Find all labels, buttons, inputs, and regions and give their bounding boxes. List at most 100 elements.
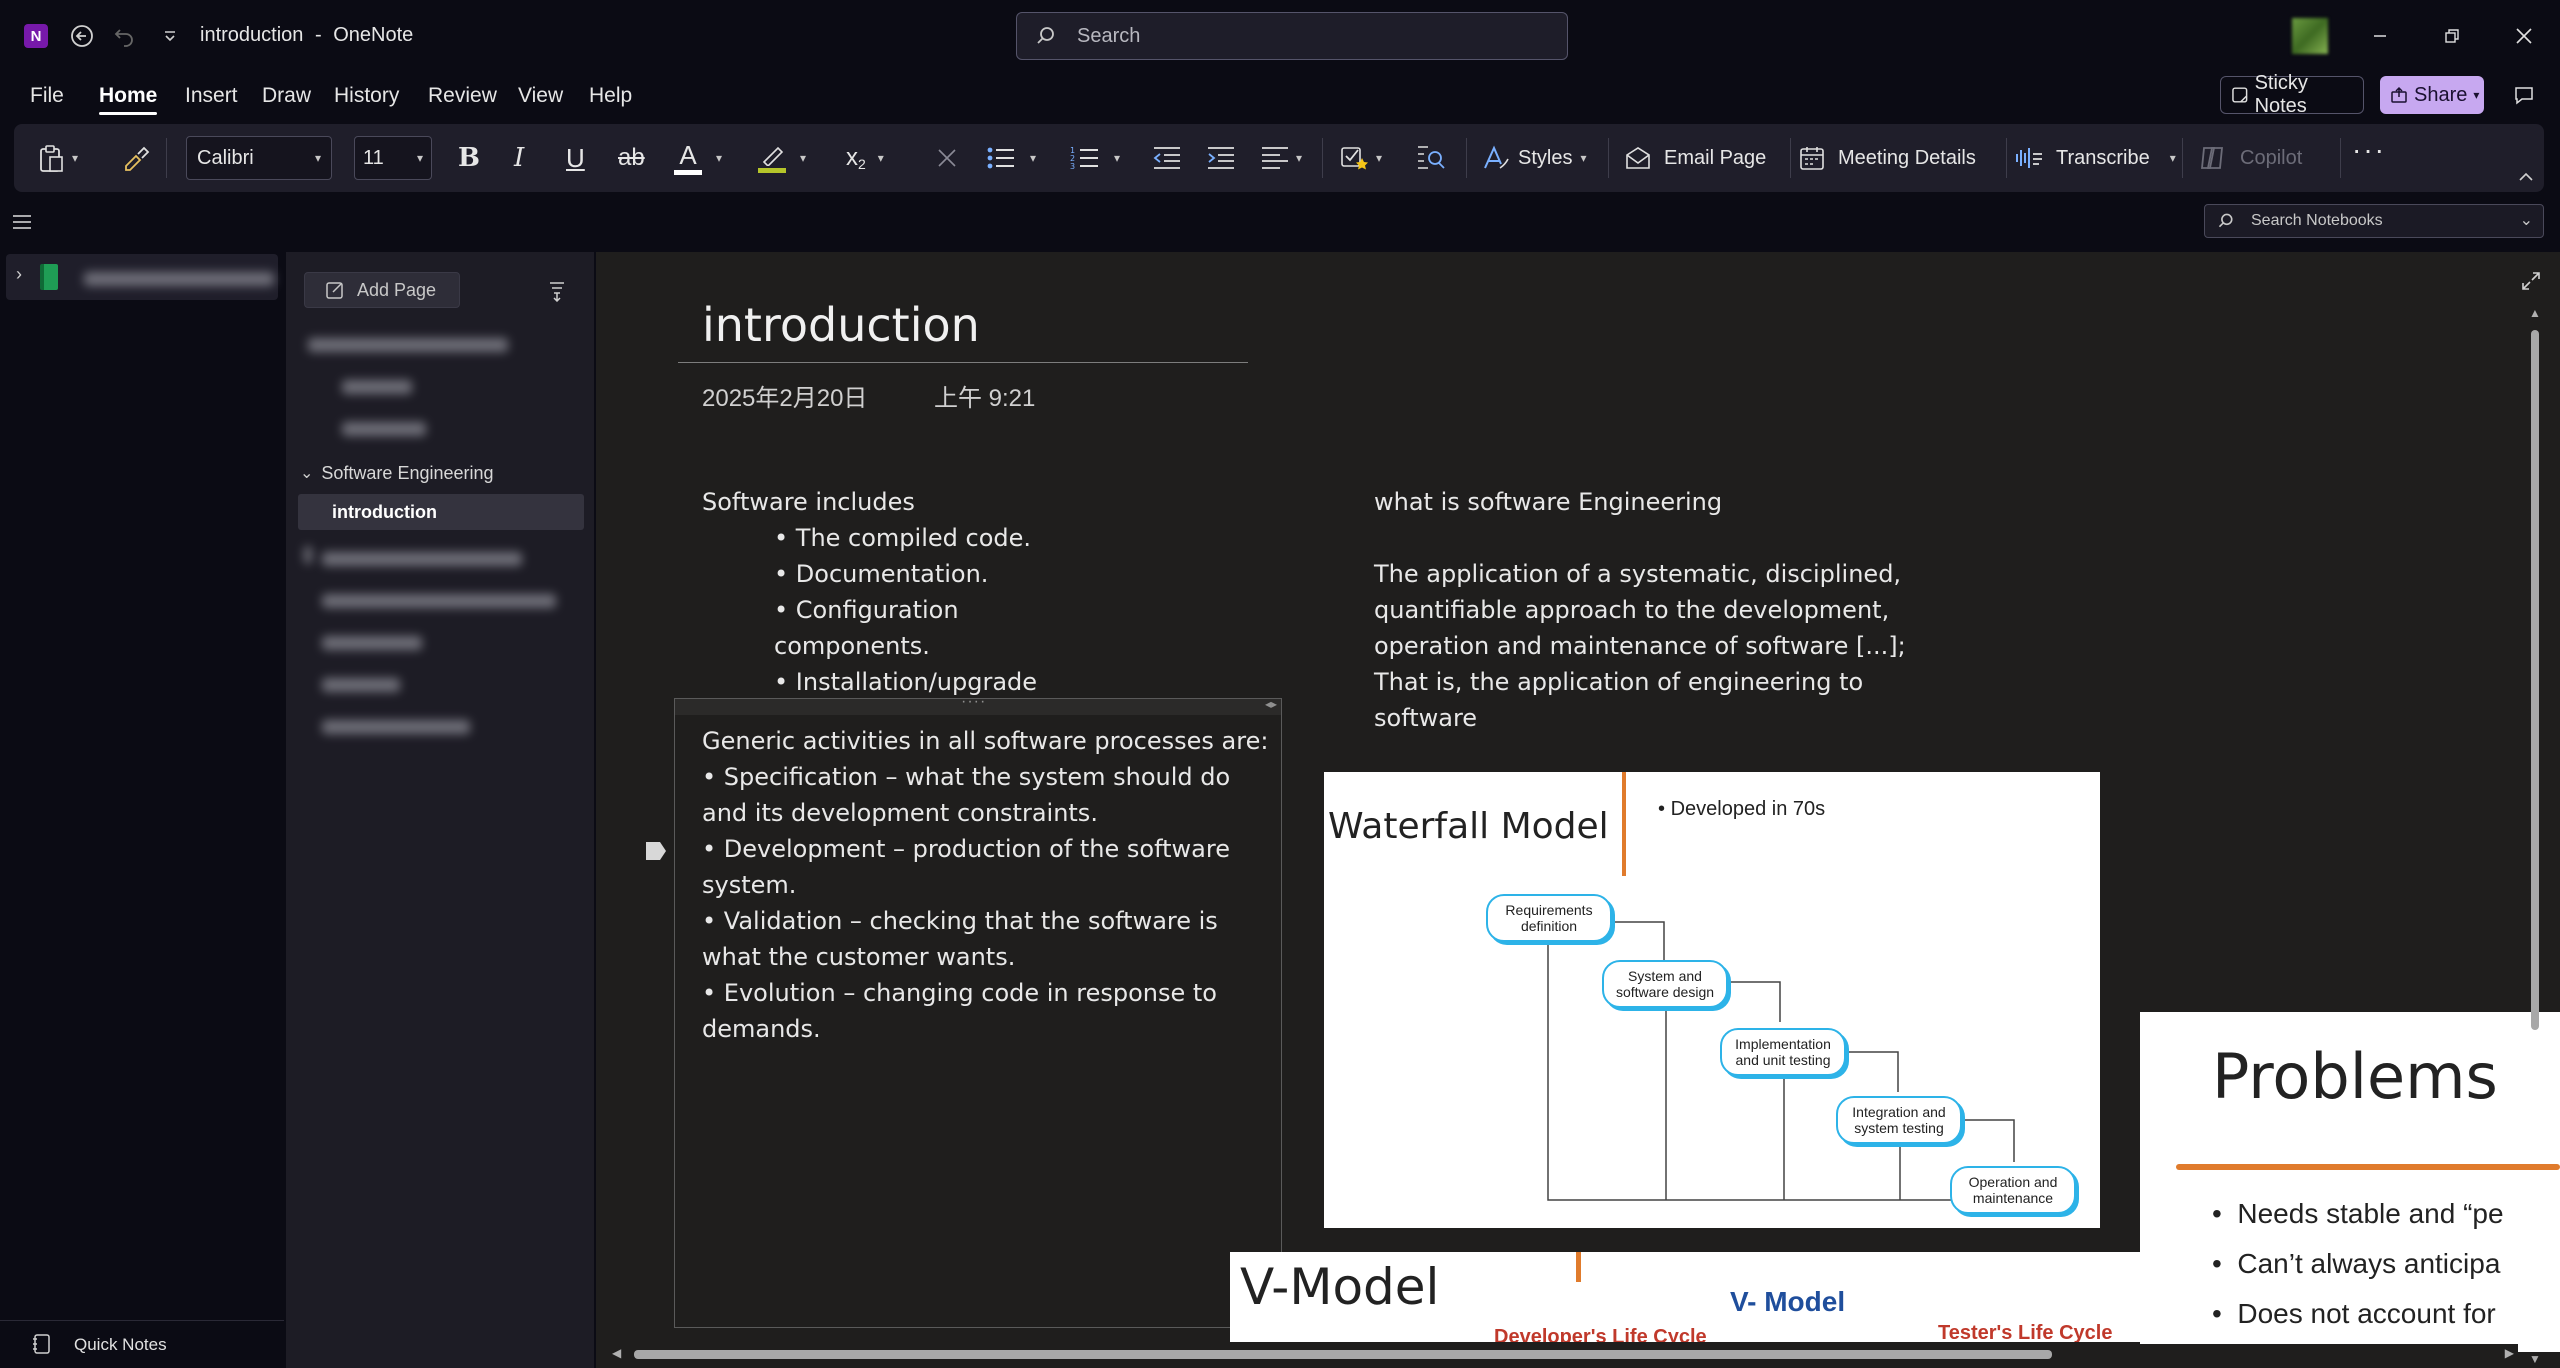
increase-indent-button[interactable]	[1206, 124, 1236, 192]
strikethrough-button[interactable]: ab	[618, 144, 645, 171]
font-color-button[interactable]: A ▾	[674, 124, 722, 192]
quick-notes-item[interactable]: Quick Notes	[0, 1320, 284, 1368]
restore-button[interactable]	[2432, 16, 2472, 56]
transcribe-button[interactable]: Transcribe ▾	[2014, 124, 2176, 192]
more-options-button[interactable]: ···	[2352, 134, 2386, 165]
add-page-button[interactable]: Add Page	[304, 272, 460, 308]
font-size-select[interactable]: 11 ▾	[354, 136, 432, 180]
copilot-button[interactable]: Copilot	[2198, 124, 2302, 192]
decrease-indent-button[interactable]	[1152, 124, 1182, 192]
page-item-redacted[interactable]	[322, 678, 400, 692]
full-page-view-button[interactable]	[2516, 266, 2546, 296]
container-drag-handle[interactable]: ···· ◂▸	[675, 693, 1281, 715]
menu-review[interactable]: Review	[428, 84, 497, 107]
note-container-generic-activities[interactable]: ···· ◂▸ Generic activities in all softwa…	[674, 693, 1282, 1328]
chevron-down-icon: ▾	[416, 151, 423, 165]
close-button[interactable]	[2504, 16, 2544, 56]
find-tags-button[interactable]	[1416, 124, 1446, 192]
menu-insert[interactable]: Insert	[185, 84, 238, 107]
paragraph-handle-icon[interactable]	[644, 840, 668, 862]
highlight-dropdown-icon[interactable]: ▾	[800, 151, 807, 165]
section-group-header[interactable]: ⌄ Software Engineering	[300, 458, 494, 488]
notebook-item[interactable]: ›	[6, 254, 278, 300]
paragraph-alignment-button[interactable]: ▾	[1260, 124, 1302, 192]
undo-button[interactable]	[108, 20, 140, 52]
sort-pages-button[interactable]	[540, 274, 574, 308]
font-color-dropdown-icon[interactable]: ▾	[716, 151, 723, 165]
email-page-button[interactable]: Email Page	[1624, 124, 1766, 192]
menu-file[interactable]: File	[30, 84, 64, 107]
page-item-redacted[interactable]	[322, 636, 422, 650]
customize-quick-access-button[interactable]	[156, 22, 184, 50]
bullets-dropdown-icon[interactable]: ▾	[1030, 151, 1037, 165]
navigation-toggle-button[interactable]	[6, 206, 38, 238]
paste-dropdown-icon[interactable]: ▾	[72, 151, 79, 165]
alignment-dropdown-icon[interactable]: ▾	[1296, 151, 1303, 165]
font-color-icon: A	[679, 139, 697, 170]
waterfall-slide-image[interactable]: Waterfall Model • Developed in 70s Requi…	[1324, 772, 2100, 1228]
tag-button[interactable]: ▾	[1340, 124, 1382, 192]
page-item-redacted[interactable]	[308, 338, 508, 352]
italic-button[interactable]: I	[514, 143, 525, 173]
page-item-redacted[interactable]	[342, 380, 412, 394]
menu-help[interactable]: Help	[589, 84, 633, 107]
account-avatar[interactable]	[2292, 18, 2328, 54]
menu-draw[interactable]: Draw	[262, 84, 312, 107]
back-button[interactable]	[66, 20, 98, 52]
scroll-up-icon[interactable]: ▲	[2529, 306, 2541, 320]
collapse-ribbon-button[interactable]	[2514, 164, 2538, 188]
problems-slide-image[interactable]: Problems • Needs stable and “pe • Can’t …	[2140, 1012, 2560, 1352]
note-container-software-includes[interactable]: Software includes • The compiled code. •…	[702, 484, 1042, 700]
page-item-redacted[interactable]	[322, 552, 522, 566]
share-button[interactable]: Share ▾	[2380, 76, 2484, 114]
page-title[interactable]: introduction	[702, 298, 980, 352]
bold-button[interactable]: B	[458, 143, 480, 173]
subscript-dropdown-icon[interactable]: ▾	[877, 151, 884, 165]
paste-button[interactable]: ▾	[36, 124, 78, 192]
minimize-button[interactable]	[2360, 16, 2400, 56]
highlight-button[interactable]: ▾	[758, 124, 806, 192]
scroll-left-icon[interactable]: ◀	[612, 1346, 622, 1360]
feedback-button[interactable]	[2504, 76, 2544, 116]
page-item-redacted[interactable]	[342, 422, 426, 436]
horizontal-scroll-thumb[interactable]	[634, 1350, 2052, 1359]
chevron-down-icon[interactable]: ⌄	[2519, 212, 2533, 229]
page-item-redacted[interactable]	[322, 594, 556, 608]
styles-dropdown-icon: ▾	[1580, 151, 1587, 165]
styles-button[interactable]: Styles ▾	[1482, 124, 1587, 192]
menu-view[interactable]: View	[518, 84, 564, 107]
bullets-button[interactable]: ▾	[986, 124, 1036, 192]
sticky-notes-button[interactable]: Sticky Notes	[2220, 72, 2364, 117]
page-item-redacted[interactable]	[304, 546, 312, 564]
v-model-slide-image[interactable]: V-Model V- Model Developer's Life Cycle …	[1230, 1252, 2140, 1342]
search-box[interactable]: Search	[1016, 12, 1568, 60]
numbering-dropdown-icon[interactable]: ▾	[1114, 151, 1121, 165]
transcribe-dropdown-icon[interactable]: ▾	[2169, 151, 2176, 165]
tag-dropdown-icon[interactable]: ▾	[1376, 151, 1383, 165]
vertical-scrollbar[interactable]: ▲ ▼	[2528, 306, 2542, 1366]
format-painter-button[interactable]	[122, 124, 150, 192]
page-date: 2025年2月20日	[702, 385, 868, 412]
vertical-scroll-thumb[interactable]	[2531, 330, 2539, 1030]
resize-arrows-icon[interactable]: ◂▸	[1264, 697, 1277, 711]
chevron-right-icon[interactable]: ›	[16, 264, 22, 284]
scroll-right-icon[interactable]: ▶	[2504, 1346, 2514, 1360]
search-notebooks-box[interactable]: Search Notebooks ⌄	[2204, 204, 2544, 238]
page-item-redacted[interactable]	[322, 720, 470, 734]
scroll-down-icon[interactable]: ▼	[2529, 1352, 2541, 1366]
page-canvas[interactable]: introduction 2025年2月20日 上午 9:21 Software…	[596, 252, 2560, 1368]
menu-home[interactable]: Home	[99, 84, 158, 107]
menu-history[interactable]: History	[334, 84, 400, 107]
underline-button[interactable]: U	[566, 142, 585, 173]
horizontal-scrollbar[interactable]: ◀ ▶	[610, 1344, 2518, 1364]
transcribe-label: Transcribe	[2056, 146, 2150, 169]
font-name-select[interactable]: Calibri ▾	[186, 136, 332, 180]
clear-formatting-button[interactable]	[934, 124, 960, 192]
note-container-what-is-se[interactable]: what is software Engineering The applica…	[1374, 484, 1934, 732]
meeting-details-button[interactable]: Meeting Details	[1798, 124, 1976, 192]
page-item-current[interactable]: introduction	[298, 494, 584, 530]
share-dropdown-icon: ▾	[2473, 88, 2480, 102]
